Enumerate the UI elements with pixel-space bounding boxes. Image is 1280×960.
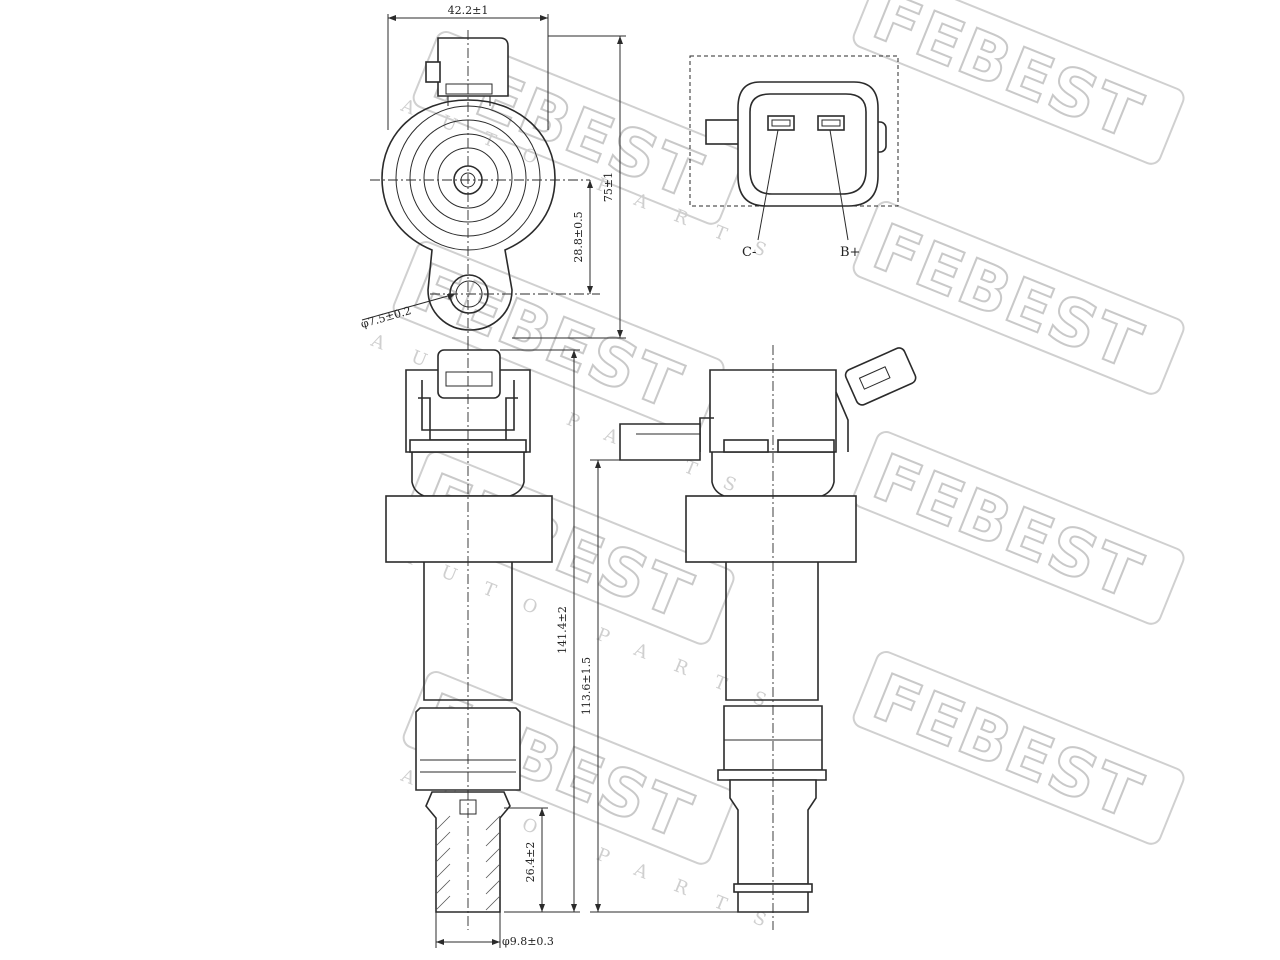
connector-view: C- B+ [689,55,899,260]
side-view: 113.6±1.5 [580,345,917,930]
dim-body-length: 113.6±1.5 [580,657,593,715]
dim-total-length: 141.4±2 [556,606,569,654]
pin-label-b: B+ [840,245,860,260]
dim-top-height: 75±1 [602,172,615,202]
pin-label-c: C- [742,245,756,260]
watermark-text: FEBEST [863,0,1152,155]
dim-hole-offset: 28.8±0.5 [572,211,585,262]
dim-top-width: 42.2±1 [448,4,489,17]
dim-hole-diameter: φ7.5±0.2 [359,304,412,331]
top-view: 42.2±1 75±1 28.8±0.5 [359,4,626,345]
watermark-text: FEBEST [863,661,1152,835]
dim-tip-diameter: φ9.8±0.3 [502,935,554,948]
front-view: 141.4±2 26.4±2 φ9.8±0.3 [385,340,580,948]
dim-tip-length: 26.4±2 [524,842,537,883]
watermark-text: FEBEST [863,441,1152,615]
